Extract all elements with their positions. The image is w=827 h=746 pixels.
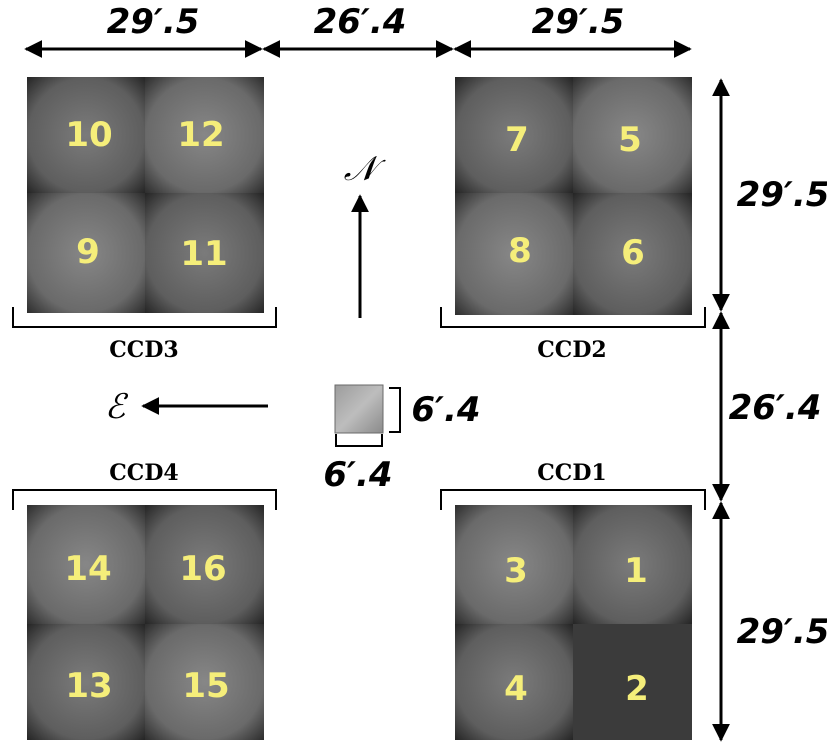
ccd3-group: 10 12 9 11 CCD3 xyxy=(12,77,277,363)
ccd4-label: CCD4 xyxy=(109,460,178,486)
ccd4-chip xyxy=(27,505,264,740)
ccd1-amp-4-panel xyxy=(455,624,573,740)
ccd3-bracket xyxy=(12,307,277,328)
amp-label-8: 8 xyxy=(508,231,532,271)
amp-label-2: 2 xyxy=(625,669,649,709)
guide-chip-height-bracket xyxy=(389,387,401,433)
ccd1-amp-2-panel xyxy=(573,624,692,740)
ccd3-chip xyxy=(27,77,264,313)
ccd3-amp-12-panel xyxy=(145,77,264,193)
amp-label-3: 3 xyxy=(504,551,528,591)
amp-label-12: 12 xyxy=(177,115,224,155)
ccd1-group: CCD1 3 1 4 2 xyxy=(440,460,706,740)
ccd2-amp-8-panel xyxy=(455,193,573,315)
ccd4-amp-14-panel xyxy=(27,505,145,624)
amp-label-16: 16 xyxy=(179,549,226,589)
ccd2-amp-6-panel xyxy=(573,193,692,315)
amp-label-14: 14 xyxy=(64,549,111,589)
north-label: 𝒩 xyxy=(344,149,387,189)
ccd3-amp-10-panel xyxy=(27,77,145,193)
ccd4-amp-15-panel xyxy=(145,624,264,740)
east-label: ℰ xyxy=(105,387,129,427)
amp-label-15: 15 xyxy=(182,666,229,706)
ccd4-bracket xyxy=(12,489,277,510)
guide-chip xyxy=(334,384,384,434)
top-right-width-label: 29′.5 xyxy=(532,2,625,42)
ccd1-bracket xyxy=(440,489,706,510)
ccd4-group: CCD4 14 16 13 15 xyxy=(12,460,277,740)
right-lower-height-label: 29′.5 xyxy=(737,612,827,652)
top-gap-width-label: 26′.4 xyxy=(314,2,407,42)
right-upper-height-label: 29′.5 xyxy=(737,175,827,215)
ccd3-amp-9-panel xyxy=(27,193,145,313)
ccd2-chip xyxy=(455,77,692,315)
amp-label-5: 5 xyxy=(618,120,642,160)
ccd1-amp-1-panel xyxy=(573,505,692,624)
ccd2-amp-5-panel xyxy=(573,77,692,193)
ccd1-amp-3-panel xyxy=(455,505,573,624)
right-gap-height-label: 26′.4 xyxy=(729,388,822,428)
ccd4-amp-13-panel xyxy=(27,624,145,740)
guide-chip-height-label: 6′.4 xyxy=(411,390,480,430)
amp-label-11: 11 xyxy=(180,234,227,274)
guide-chip-width-bracket xyxy=(335,434,383,447)
ccd2-label: CCD2 xyxy=(537,337,606,363)
guide-chip-width-label: 6′.4 xyxy=(323,455,392,495)
ccd4-amp-16-panel xyxy=(145,505,264,624)
amp-label-4: 4 xyxy=(504,669,528,709)
ccd1-chip xyxy=(455,505,692,740)
amp-label-13: 13 xyxy=(65,666,112,706)
ccd2-amp-7-panel xyxy=(455,77,573,193)
amp-label-9: 9 xyxy=(76,232,100,272)
ccd3-amp-11-panel xyxy=(145,193,264,313)
top-dimension-group: 29′.5 26′.4 29′.5 xyxy=(24,2,692,58)
right-dimension-group: 29′.5 26′.4 29′.5 xyxy=(712,78,827,742)
ccd2-group: 7 5 8 6 CCD2 xyxy=(440,77,706,363)
ccd3-label: CCD3 xyxy=(109,337,178,363)
amp-label-7: 7 xyxy=(505,120,529,160)
amp-label-10: 10 xyxy=(65,115,112,155)
ccd2-bracket xyxy=(440,307,706,328)
amp-label-1: 1 xyxy=(624,551,648,591)
top-left-width-label: 29′.5 xyxy=(107,2,200,42)
amp-label-6: 6 xyxy=(621,233,645,273)
ccd1-label: CCD1 xyxy=(537,460,606,486)
guide-chip-group: 6′.4 6′.4 xyxy=(323,384,481,495)
